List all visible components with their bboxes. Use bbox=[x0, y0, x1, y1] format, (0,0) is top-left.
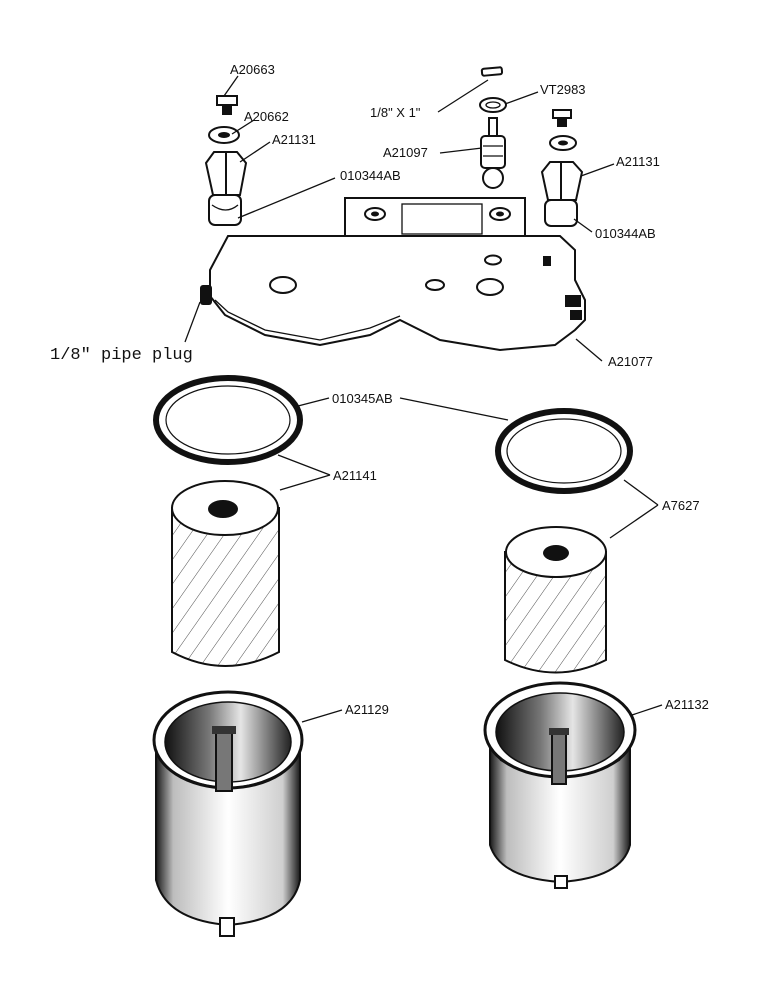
label-nut-left: A21131 bbox=[272, 132, 316, 147]
label-seal-left: 010344AB bbox=[340, 168, 401, 183]
cap-screw-right bbox=[552, 109, 572, 127]
label-gasket-big: 010345AB bbox=[332, 391, 393, 406]
filter-element-left bbox=[171, 480, 280, 667]
gasket-big-right bbox=[495, 408, 633, 494]
bowl-left bbox=[152, 690, 304, 937]
filter-head bbox=[209, 197, 586, 352]
cap-screw-left bbox=[216, 95, 238, 115]
label-valve: A21097 bbox=[383, 145, 428, 160]
label-washer: A20662 bbox=[244, 109, 289, 124]
label-element-left: A21141 bbox=[333, 468, 377, 483]
label-seal-right: 010344AB bbox=[595, 226, 656, 241]
label-element-right: A7627 bbox=[662, 498, 700, 513]
washer-left bbox=[208, 126, 240, 144]
valve-stem bbox=[480, 117, 506, 189]
pin bbox=[480, 66, 504, 77]
filter-element-right bbox=[504, 526, 607, 674]
label-nut-right: A21131 bbox=[616, 154, 660, 169]
hex-nut-left bbox=[204, 151, 248, 226]
pipe-plug bbox=[200, 285, 212, 305]
label-bowl-right: A21132 bbox=[665, 697, 709, 712]
label-gasket-top: VT2983 bbox=[540, 82, 586, 97]
gasket-top bbox=[479, 97, 507, 113]
label-pin: 1/8" X 1" bbox=[370, 105, 421, 120]
bowl-right bbox=[483, 681, 637, 889]
label-pipe-plug: 1/8" pipe plug bbox=[50, 346, 193, 365]
hex-nut-right bbox=[540, 161, 584, 227]
washer-right bbox=[549, 135, 577, 151]
label-head: A21077 bbox=[608, 354, 653, 369]
label-bowl-left: A21129 bbox=[345, 702, 389, 717]
label-cap-screw: A20663 bbox=[230, 62, 275, 77]
gasket-big-left bbox=[153, 375, 303, 465]
leader-lines bbox=[184, 75, 663, 723]
